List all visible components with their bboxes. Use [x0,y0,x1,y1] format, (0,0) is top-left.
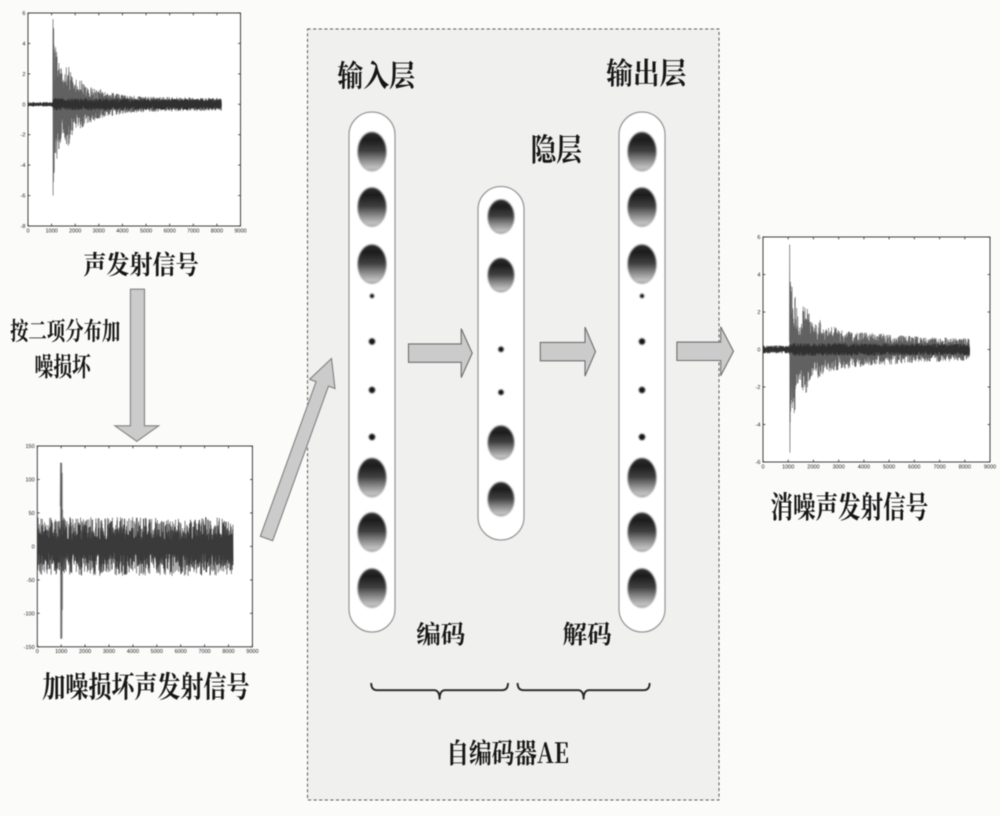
svg-text:0: 0 [36,649,39,655]
svg-text:1000: 1000 [782,464,794,470]
svg-text:2: 2 [757,310,760,316]
svg-text:9000: 9000 [246,649,258,655]
svg-text:2: 2 [22,72,25,78]
svg-text:8000: 8000 [222,649,234,655]
svg-text:100: 100 [26,477,35,483]
svg-text:4: 4 [22,41,25,47]
svg-text:0: 0 [32,544,35,550]
svg-text:7000: 7000 [198,649,210,655]
svg-text:3000: 3000 [93,228,105,234]
svg-text:1000: 1000 [45,228,57,234]
svg-text:4: 4 [757,273,760,279]
svg-text:1000: 1000 [55,649,67,655]
svg-text:4000: 4000 [116,228,128,234]
svg-text:-2: -2 [21,133,26,139]
svg-text:6000: 6000 [908,464,920,470]
svg-text:6: 6 [757,235,760,241]
svg-text:0: 0 [22,102,25,108]
svg-text:50: 50 [29,511,35,517]
svg-text:150: 150 [26,444,35,450]
svg-text:9000: 9000 [234,228,246,234]
svg-text:7000: 7000 [933,464,945,470]
svg-text:8000: 8000 [211,228,223,234]
svg-text:-6: -6 [21,194,26,200]
svg-text:6000: 6000 [175,649,187,655]
svg-text:9000: 9000 [984,464,996,470]
svg-text:-4: -4 [21,163,26,169]
svg-text:-2: -2 [756,385,761,391]
svg-text:7000: 7000 [187,228,199,234]
svg-text:2000: 2000 [79,649,91,655]
svg-text:-100: -100 [24,611,35,617]
svg-text:3000: 3000 [833,464,845,470]
svg-text:0: 0 [26,228,29,234]
svg-text:2000: 2000 [69,228,81,234]
svg-text:8000: 8000 [959,464,971,470]
svg-text:6000: 6000 [164,228,176,234]
svg-text:-8: -8 [21,224,26,230]
svg-text:-150: -150 [24,645,35,651]
svg-text:4000: 4000 [127,649,139,655]
svg-text:3000: 3000 [103,649,115,655]
svg-text:0: 0 [761,464,764,470]
svg-text:5000: 5000 [140,228,152,234]
svg-text:5000: 5000 [883,464,895,470]
svg-text:-50: -50 [27,578,35,584]
svg-text:4000: 4000 [858,464,870,470]
svg-text:-4: -4 [756,423,761,429]
svg-text:-6: -6 [756,460,761,466]
svg-text:6: 6 [22,11,25,17]
svg-text:0: 0 [757,348,760,354]
svg-text:2000: 2000 [807,464,819,470]
svg-text:5000: 5000 [151,649,163,655]
